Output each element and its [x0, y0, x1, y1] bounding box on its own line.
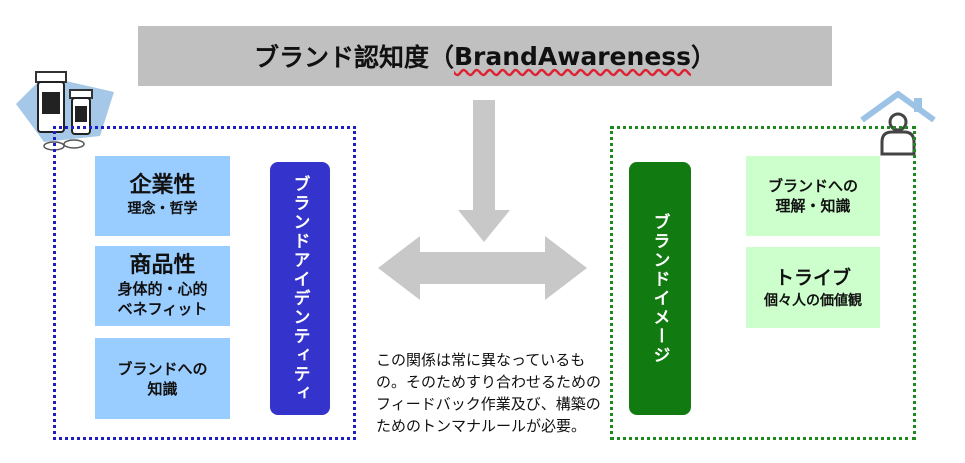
title-en: BrandAwareness — [453, 41, 692, 71]
corporate-sub: 理念・哲学 — [127, 201, 198, 217]
corporate-box: 企業性 理念・哲学 — [95, 156, 230, 236]
tribe-box: トライブ 個々人の価値観 — [746, 247, 880, 328]
product-sub: 身体的・心的 ベネフィット — [117, 280, 208, 318]
brand-identity-frame — [53, 126, 356, 440]
brand-image-label: ブランドイメージ — [649, 212, 670, 365]
brand-image-frame — [610, 126, 916, 440]
tribe-sub: 個々人の価値観 — [764, 292, 862, 309]
tribe-heading: トライブ — [774, 266, 851, 289]
brand-understanding-box: ブランドへの 理解・知識 — [746, 156, 880, 236]
brand-image-pill: ブランドイメージ — [629, 162, 691, 415]
product-box: 商品性 身体的・心的 ベネフィット — [95, 246, 230, 326]
title-jp: ブランド認知度（ — [253, 43, 454, 72]
medicine-bottles-icon — [16, 71, 114, 151]
brand-identity-pill: ブランドアイデンティティ — [270, 162, 330, 415]
brand-understanding-text: ブランドへの 理解・知識 — [767, 177, 858, 215]
double-arrow — [378, 236, 587, 300]
relationship-note: この関係は常に異なっているもの。そのためすり合わせるためのフィードバック作業及び… — [376, 351, 602, 435]
corporate-heading: 企業性 — [129, 173, 196, 198]
title-close: ） — [691, 43, 717, 72]
brand-knowledge-text: ブランドへの 知識 — [117, 359, 208, 398]
down-arrow — [458, 100, 510, 242]
product-heading: 商品性 — [129, 253, 196, 278]
title-bar: ブランド認知度（ BrandAwareness ） — [138, 26, 832, 86]
brand-identity-label: ブランドアイデンティティ — [289, 174, 310, 403]
brand-knowledge-box: ブランドへの 知識 — [95, 338, 230, 419]
